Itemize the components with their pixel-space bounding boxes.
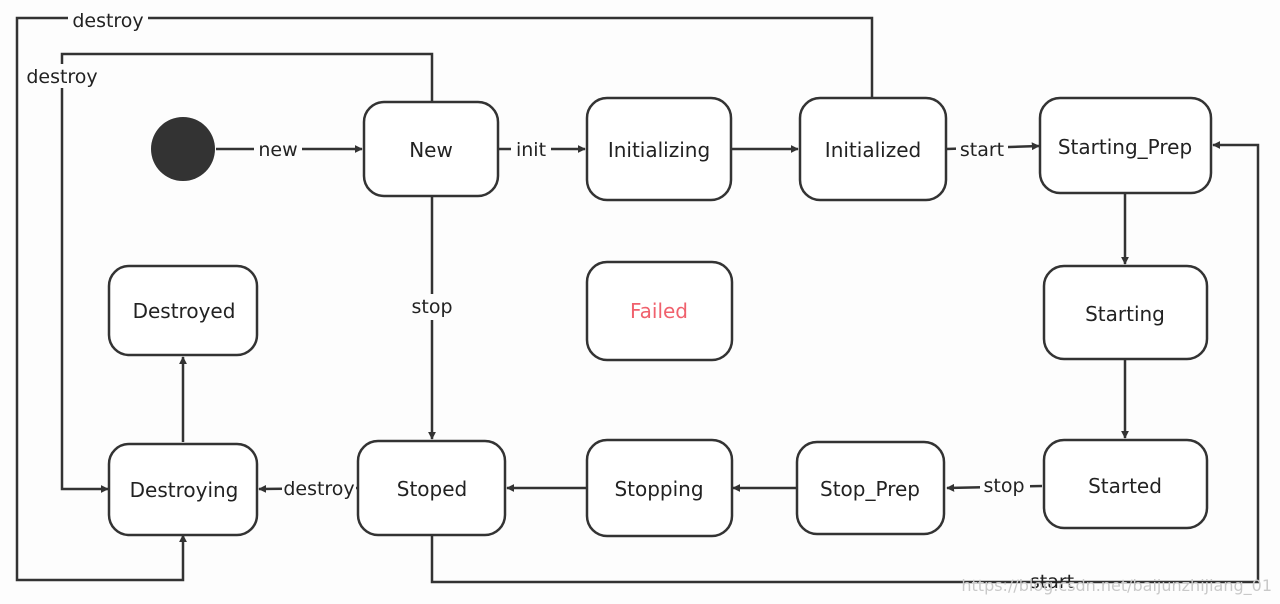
edge-labels: new init start stop stop destroy destroy… (22, 8, 1074, 593)
state-started: Started (1042, 438, 1209, 530)
state-stopping: Stopping (585, 438, 734, 538)
edge-stoped-starting-prep (430, 141, 1260, 584)
state-destroyed-label: Destroyed (133, 299, 236, 323)
state-starting-prep: Starting_Prep (1038, 96, 1213, 195)
state-starting: Starting (1042, 264, 1209, 361)
state-started-label: Started (1088, 474, 1162, 498)
label-new: new (258, 139, 297, 161)
state-starting-label: Starting (1085, 302, 1165, 326)
state-new: New (362, 100, 500, 198)
state-failed-label: Failed (630, 299, 688, 323)
state-destroyed: Destroyed (107, 264, 259, 357)
edge-initialized-destroying (15, 16, 874, 582)
label-start-initialized: start (960, 139, 1004, 161)
initial-state-node (151, 117, 215, 181)
label-start-stoped: start (1030, 571, 1074, 593)
label-destroy-initialized: destroy (72, 10, 143, 32)
edges (15, 16, 1260, 584)
label-init: init (516, 139, 546, 161)
state-initializing: Initializing (585, 96, 733, 202)
state-stop-prep-label: Stop_Prep (820, 477, 920, 501)
state-stoped: Stoped (356, 439, 507, 537)
edge-new-destroying (60, 52, 434, 493)
label-destroy-new: destroy (26, 66, 97, 88)
state-initialized: Initialized (798, 96, 948, 202)
label-stop-new: stop (411, 296, 452, 318)
state-stop-prep: Stop_Prep (795, 440, 946, 536)
state-stopping-label: Stopping (614, 477, 703, 501)
state-initializing-label: Initializing (608, 138, 710, 162)
state-initialized-label: Initialized (825, 138, 921, 162)
state-failed: Failed (585, 260, 734, 362)
state-new-label: New (409, 138, 453, 162)
state-destroying: Destroying (107, 442, 259, 537)
label-destroy-stoped: destroy (283, 478, 354, 500)
label-stop-started: stop (983, 475, 1024, 497)
state-stoped-label: Stoped (397, 477, 467, 501)
watermark-text: https://blog.csdn.net/baijunzhijiang_01 (961, 576, 1272, 596)
state-starting-prep-label: Starting_Prep (1058, 135, 1192, 159)
state-destroying-label: Destroying (130, 478, 239, 502)
